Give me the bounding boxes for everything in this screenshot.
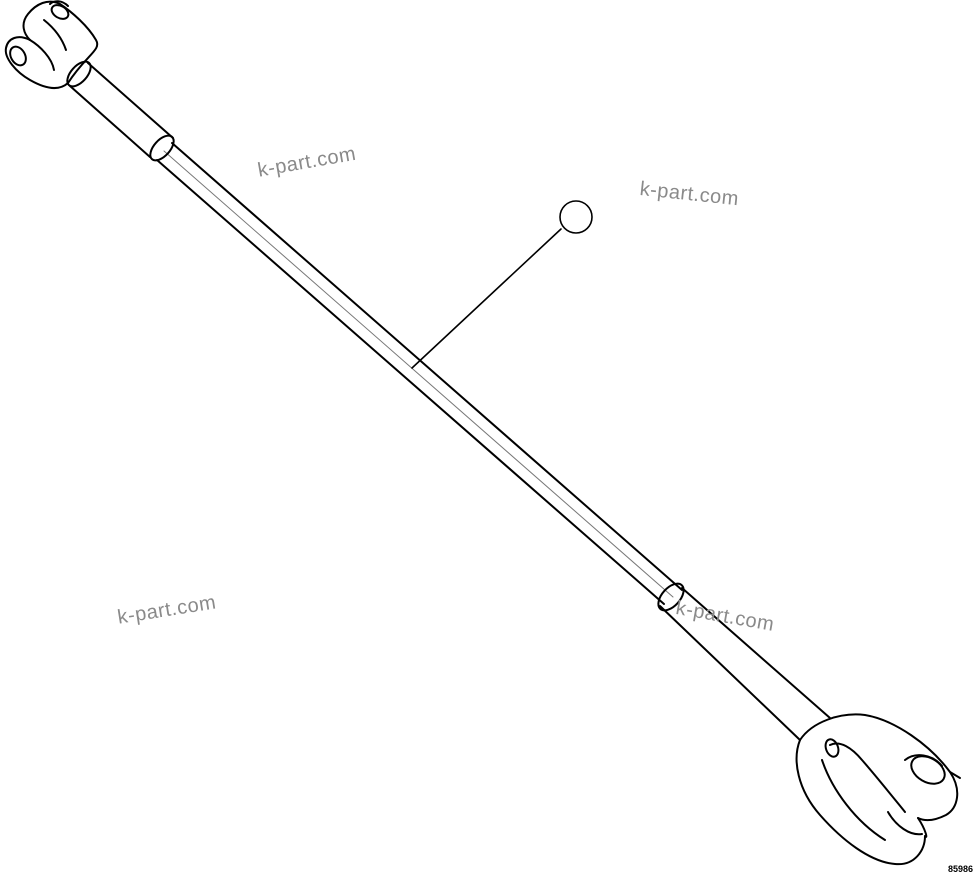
drawing-number: 85986 [948, 864, 973, 874]
upper-sleeve [63, 57, 178, 164]
lower-sleeve [654, 579, 830, 740]
callout-leader-line [412, 229, 561, 368]
lower-clevis [797, 714, 960, 864]
callout-balloon [560, 201, 592, 233]
upper-clevis [6, 1, 98, 88]
rod [157, 143, 682, 604]
